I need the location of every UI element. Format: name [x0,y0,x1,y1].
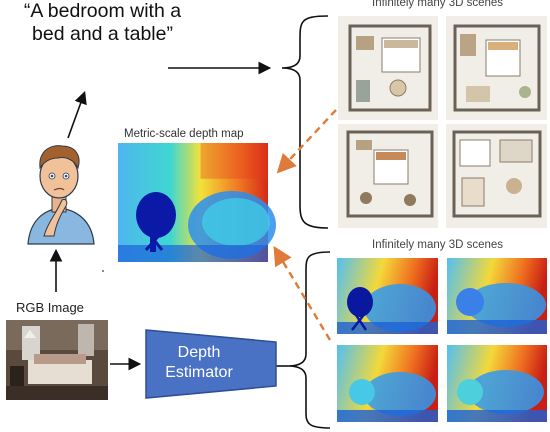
brace-top [281,15,329,229]
depth-scene-2 [447,258,547,334]
floorplan-scene-1 [338,16,438,120]
rgb-bedroom-photo [6,320,108,400]
text-prompt-line-2: bed and a table” [32,23,173,45]
scenes-top-label: Infinitely many 3D scenes [372,0,504,9]
estimator-line-1: Depth [177,344,221,361]
depth-map-label: Metric-scale depth map [124,128,244,140]
depth-estimator-label: Depth Estimator [144,343,254,383]
depth-scene-3 [337,345,438,422]
depth-scene-1 [337,258,438,334]
text-prompt-line-1: “A bedroom with a [23,0,182,22]
depth-map-image [118,143,276,262]
depth-estimator-block [145,329,277,399]
person-illustration [27,145,95,245]
floorplan-scene-3 [338,124,438,228]
depth-scene-4 [447,345,547,422]
arrow-person-to-text [67,90,87,139]
brace-bottom [287,251,331,429]
floorplan-scene-2 [446,16,547,120]
rgb-image-label: RGB Image [16,300,84,315]
stray-dot [102,270,104,272]
text-prompt: “A bedroom with a bed and a table” [0,0,205,46]
scenes-bottom-label: Infinitely many 3D scenes [372,239,504,251]
floorplan-scene-4 [446,124,547,228]
dashed-arrow-top [276,109,337,174]
dashed-arrow-bottom [273,245,332,341]
estimator-line-2: Estimator [165,364,233,381]
